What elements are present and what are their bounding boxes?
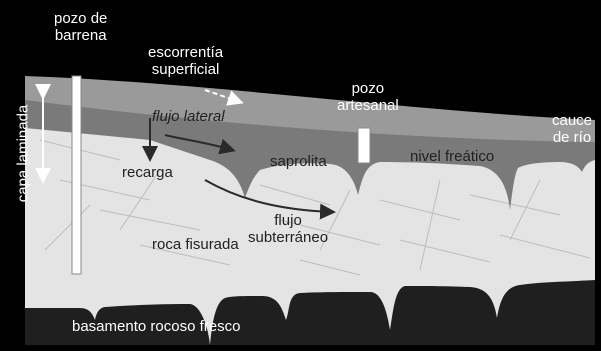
borehole-well [72, 76, 81, 274]
fissured-rock-label: roca fisurada [152, 236, 239, 253]
recharge-label: recarga [122, 164, 173, 181]
artisanal-well [358, 128, 370, 163]
laminated-layer-label: capa laminada [14, 105, 31, 203]
lateral-flow-label: flujo lateral [152, 108, 225, 125]
water-table-label: nivel freático [410, 148, 494, 165]
basement-label: basamento rocoso fresco [72, 318, 240, 335]
saprolite-label: saprolita [270, 153, 327, 170]
